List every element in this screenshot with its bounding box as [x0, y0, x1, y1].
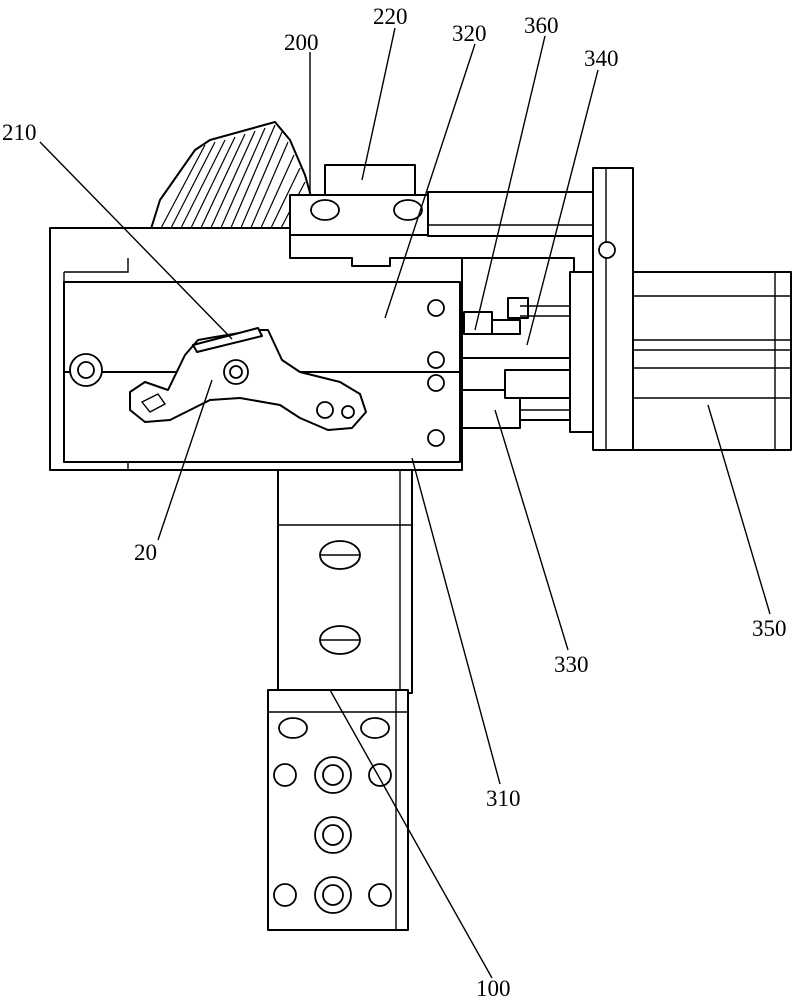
label-350: 350: [752, 616, 787, 641]
leader-310: [411, 457, 501, 785]
label-220: 220: [373, 4, 408, 29]
leader-20: [157, 379, 213, 541]
vertical-column: [277, 462, 413, 694]
label-360: 360: [524, 13, 559, 38]
leader-210: [39, 141, 233, 340]
leader-350: [707, 404, 771, 615]
lever-mechanism: [129, 327, 367, 431]
actuator-assembly: [461, 167, 792, 451]
label-100: 100: [476, 976, 511, 1000]
leader-340: [526, 69, 599, 346]
label-20: 20: [134, 540, 157, 565]
leader-lines: [39, 27, 771, 979]
leader-360: [474, 35, 546, 331]
label-210: 210: [2, 120, 37, 145]
leader-220: [361, 27, 396, 181]
leader-100: [329, 689, 493, 979]
label-330: 330: [554, 652, 589, 677]
labels: 200 220 320 360 340 210 20 350 330 310 1…: [2, 4, 787, 1000]
label-320: 320: [452, 21, 487, 46]
top-block: [289, 164, 599, 237]
leader-320: [384, 43, 476, 319]
spring-bundle: [149, 121, 313, 233]
base-block: [267, 689, 409, 931]
slide-plate-320: [63, 281, 461, 373]
label-340: 340: [584, 46, 619, 71]
label-200: 200: [284, 30, 319, 55]
label-310: 310: [486, 786, 521, 811]
leader-330: [494, 409, 569, 651]
